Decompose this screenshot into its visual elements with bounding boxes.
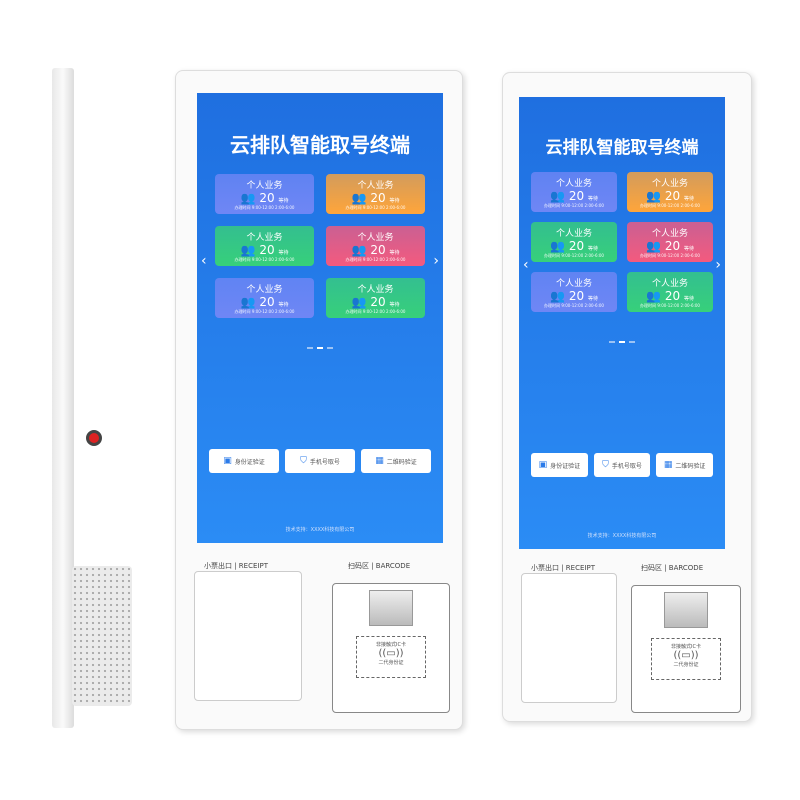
screen-title: 云排队智能取号终端	[545, 138, 699, 158]
service-name: 个人业务	[555, 179, 592, 189]
wait-count: 20	[259, 243, 275, 257]
kiosk-screen: 云排队智能取号终端 个人业务 👥 20 等待 办理时间 9:00-12:00 2…	[519, 97, 725, 549]
chevron-right-icon[interactable]: ›	[715, 257, 721, 273]
service-name: 个人业务	[651, 229, 688, 239]
page-dots	[197, 334, 443, 353]
people-icon: 👥	[646, 239, 661, 253]
barcode-label: 扫码区 | BARCODE	[641, 564, 704, 572]
side-frame	[52, 68, 74, 728]
verify-buttons: ▣身份证验证 ⛉手机号取号 ▦二维码验证	[519, 453, 725, 477]
people-icon: 👥	[240, 295, 256, 309]
people-icon: 👥	[646, 289, 661, 303]
shield-icon: ⛉	[602, 460, 609, 470]
scanner-window	[664, 592, 708, 628]
barcode-scanner: 非接触式IC卡 ((▭)) 二代身份证	[332, 583, 450, 713]
wait-count: 20	[370, 243, 386, 257]
service-name: 个人业务	[357, 233, 394, 243]
qr-code-button[interactable]: ▦二维码验证	[361, 449, 431, 473]
chevron-left-icon[interactable]: ‹	[201, 253, 207, 269]
service-name: 个人业务	[357, 285, 394, 295]
phone-number-button[interactable]: ⛉手机号取号	[285, 449, 355, 473]
wait-count: 20	[664, 189, 681, 203]
card-reader: 非接触式IC卡 ((▭)) 二代身份证	[651, 638, 721, 680]
wait-count: 20	[370, 191, 386, 205]
wait-count: 20	[259, 191, 275, 205]
id-card-button[interactable]: ▣身份证验证	[531, 453, 588, 477]
speaker-grille	[72, 566, 132, 706]
qr-code-icon: ▦	[663, 460, 673, 470]
id-card-icon: ▣	[538, 460, 548, 470]
people-icon: 👥	[240, 243, 256, 257]
service-name: 个人业务	[357, 181, 394, 191]
service-card[interactable]: 个人业务 👥 20 等待 办理时间 9:00-12:00 2:00-6:00	[627, 272, 713, 312]
service-card[interactable]: 个人业务 👥 20 等待 办理时间 9:00-12:00 2:00-6:00	[215, 174, 314, 214]
service-card[interactable]: 个人业务 👥 20 等待 办理时间 9:00-12:00 2:00-6:00	[627, 222, 713, 262]
service-card[interactable]: 个人业务 👥 20 等待 办理时间 9:00-12:00 2:00-6:00	[326, 278, 425, 318]
people-icon: 👥	[550, 289, 565, 303]
chevron-right-icon[interactable]: ›	[433, 253, 439, 269]
people-icon: 👥	[351, 295, 367, 309]
id-card-icon: ▣	[223, 456, 232, 466]
kiosk-screen: 云排队智能取号终端 个人业务 👥 20 等待 办理时间 9:00-12:00 2…	[197, 93, 443, 543]
kiosk-angled: 云排队智能取号终端 个人业务 👥 20 等待 办理时间 9:00-12:00 2…	[502, 72, 752, 722]
card-reader: 非接触式IC卡 ((▭)) 二代身份证	[356, 636, 426, 678]
screen-title: 云排队智能取号终端	[230, 133, 410, 157]
support-footer: 技术支持：XXXX科技有限公司	[587, 533, 657, 539]
kiosk-front: 云排队智能取号终端 个人业务 👥 20 等待 办理时间 9:00-12:00 2…	[175, 70, 463, 730]
service-name: 个人业务	[246, 181, 283, 191]
qr-code-icon: ▦	[375, 456, 384, 466]
service-card[interactable]: 个人业务 👥 20 等待 办理时间 9:00-12:00 2:00-6:00	[531, 272, 617, 312]
wait-count: 20	[568, 189, 585, 203]
page-dots	[519, 328, 725, 347]
wait-count: 20	[664, 289, 681, 303]
kiosk-side-view	[52, 68, 132, 728]
phone-number-button[interactable]: ⛉手机号取号	[593, 453, 651, 477]
wait-count: 20	[259, 295, 275, 309]
qr-code-button[interactable]: ▦二维码验证	[656, 453, 714, 477]
service-name: 个人业务	[651, 179, 688, 189]
people-icon: 👥	[646, 189, 661, 203]
people-icon: 👥	[550, 239, 565, 253]
receipt-label: 小票出口 | RECEIPT	[531, 564, 595, 572]
vent-panel	[72, 82, 122, 602]
service-card[interactable]: 个人业务 👥 20 等待 办理时间 9:00-12:00 2:00-6:00	[326, 174, 425, 214]
support-footer: 技术支持：XXXX科技有限公司	[285, 527, 355, 533]
id-card-button[interactable]: ▣身份证验证	[209, 449, 279, 473]
scanner-window	[369, 590, 413, 626]
service-name: 个人业务	[246, 233, 283, 243]
service-card[interactable]: 个人业务 👥 20 等待 办理时间 9:00-12:00 2:00-6:00	[215, 226, 314, 266]
service-card[interactable]: 个人业务 👥 20 等待 办理时间 9:00-12:00 2:00-6:00	[215, 278, 314, 318]
people-icon: 👥	[240, 191, 256, 205]
people-icon: 👥	[351, 191, 367, 205]
service-name: 个人业务	[651, 279, 688, 289]
service-name: 个人业务	[555, 279, 592, 289]
chevron-left-icon[interactable]: ‹	[523, 257, 529, 273]
barcode-label: 扫码区 | BARCODE	[348, 562, 411, 570]
service-name: 个人业务	[555, 229, 592, 239]
barcode-scanner: 非接触式IC卡 ((▭)) 二代身份证	[631, 585, 741, 713]
wait-count: 20	[568, 289, 585, 303]
people-icon: 👥	[550, 189, 565, 203]
wait-count: 20	[664, 239, 681, 253]
service-card[interactable]: 个人业务 👥 20 等待 办理时间 9:00-12:00 2:00-6:00	[531, 172, 617, 212]
emergency-button[interactable]	[86, 430, 102, 446]
service-name: 个人业务	[246, 285, 283, 295]
service-card[interactable]: 个人业务 👥 20 等待 办理时间 9:00-12:00 2:00-6:00	[326, 226, 425, 266]
wait-count: 20	[370, 295, 386, 309]
shield-icon: ⛉	[300, 456, 307, 466]
receipt-printer	[194, 571, 302, 701]
people-icon: 👥	[351, 243, 367, 257]
wait-count: 20	[568, 239, 585, 253]
service-card[interactable]: 个人业务 👥 20 等待 办理时间 9:00-12:00 2:00-6:00	[531, 222, 617, 262]
receipt-label: 小票出口 | RECEIPT	[204, 562, 268, 570]
service-card[interactable]: 个人业务 👥 20 等待 办理时间 9:00-12:00 2:00-6:00	[627, 172, 713, 212]
verify-buttons: ▣身份证验证 ⛉手机号取号 ▦二维码验证	[197, 449, 443, 473]
receipt-printer	[521, 573, 617, 703]
